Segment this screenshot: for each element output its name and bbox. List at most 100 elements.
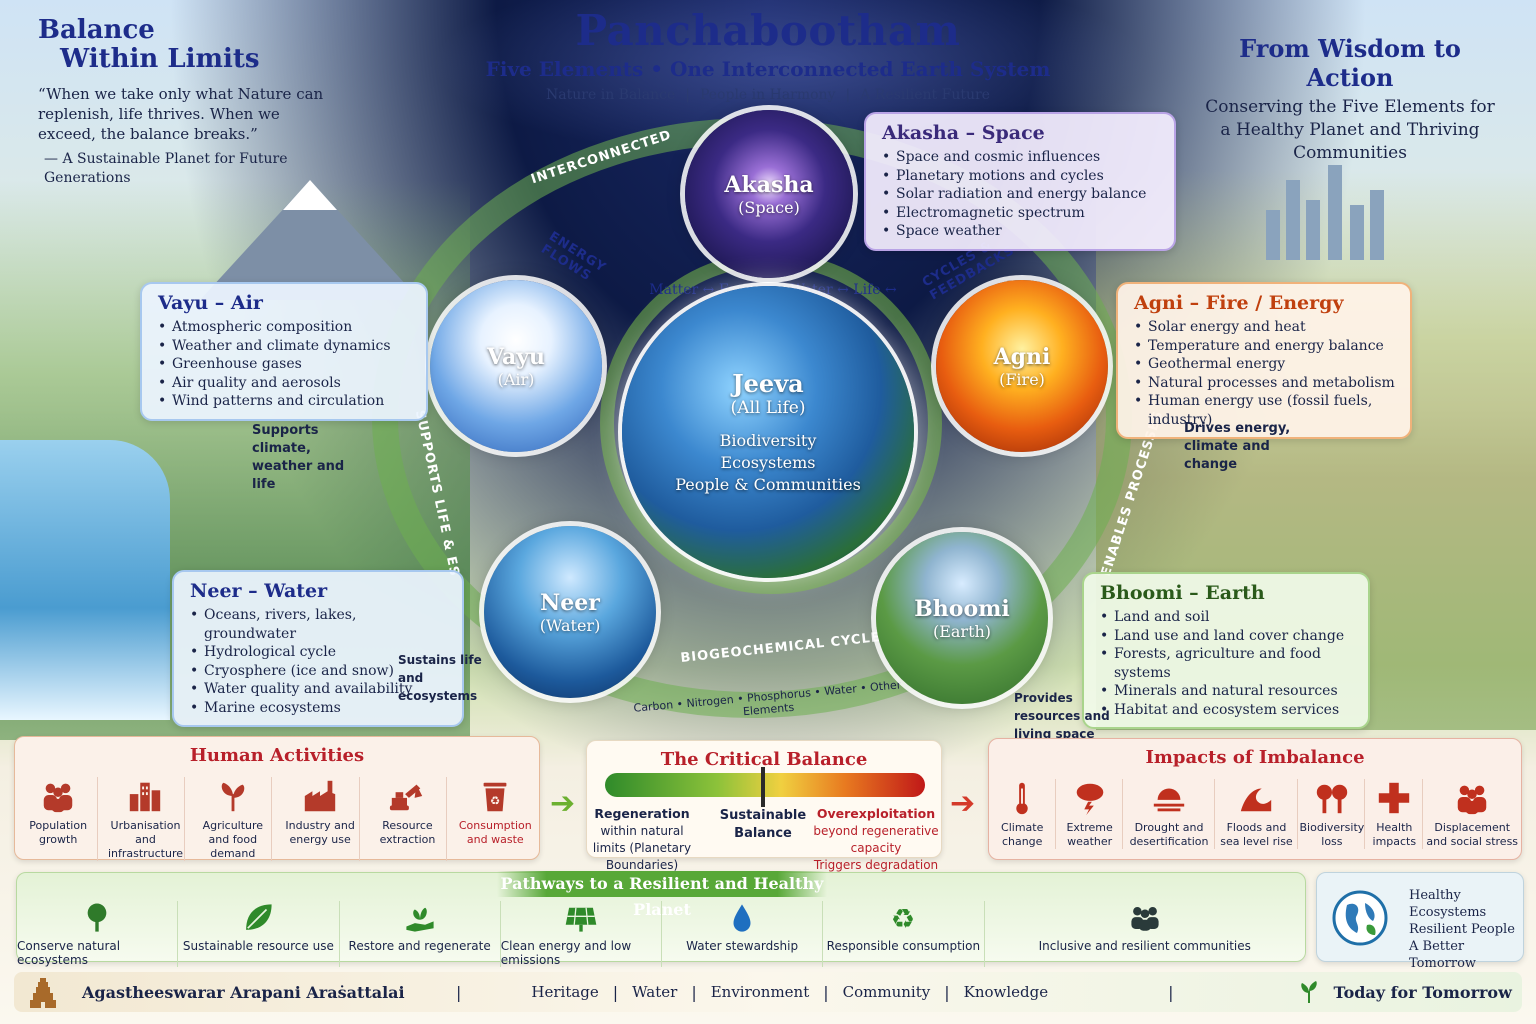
vayu-info-list: Atmospheric composition Weather and clim…	[158, 318, 412, 411]
healthy-line: Resilient People	[1409, 922, 1515, 937]
impact-label: Displacement and social stress	[1426, 821, 1519, 848]
list-item: Habitat and ecosystem services	[1100, 701, 1354, 720]
impact-label: Climate change	[1001, 821, 1044, 848]
pathway-label: Sustainable resource use	[182, 939, 334, 953]
akasha-info-title: Akasha – Space	[882, 122, 1045, 144]
jeeva-lines: Biodiversity Ecosystems People & Communi…	[675, 430, 861, 496]
waterfall-illustration	[0, 440, 170, 720]
bhoomi-info-list: Land and soil Land use and land cover ch…	[1100, 608, 1354, 719]
bhoomi-name: Bhoomi	[914, 595, 1010, 622]
bullet-separator: •	[650, 57, 670, 81]
list-item: Electromagnetic spectrum	[882, 204, 1160, 223]
pathway-label: Responsible consumption	[826, 939, 981, 953]
tagline-item: A Resilient Future	[860, 87, 990, 103]
bhoomi-sub: (Earth)	[932, 621, 992, 641]
impact-item: Floods and sea level rise	[1216, 779, 1298, 849]
activity-label: Consumption and waste	[458, 819, 532, 846]
city-building	[1286, 180, 1300, 260]
pathway-item: Water stewardship	[662, 901, 824, 967]
activity-label: Urbanisation and infrastructure	[107, 819, 184, 860]
agni-note: Drives energy, climate and change	[1184, 421, 1291, 472]
list-item: Oceans, rivers, lakes, groundwater	[190, 606, 448, 643]
list-item: Forests, agriculture and food systems	[1100, 645, 1354, 682]
balance-quote-block: Balance Within Limits “When we take only…	[38, 16, 338, 188]
impact-item: Climate change	[990, 779, 1056, 849]
activity-item: Population growth	[20, 777, 98, 861]
impact-item: Extreme weather	[1057, 779, 1124, 849]
arrow-right-icon: ➔	[950, 786, 976, 821]
footer-slogan: Today for Tomorrow	[1333, 982, 1512, 1002]
impact-label: Health impacts	[1372, 821, 1417, 848]
activity-label: Industry and energy use	[285, 819, 355, 846]
jeeva-earth-circle: Jeeva (All Life) Biodiversity Ecosystems…	[622, 286, 914, 578]
activity-item: ♻ Consumption and waste	[456, 777, 534, 861]
agni-circle: Agni (Fire)	[936, 280, 1108, 452]
neer-info-list: Oceans, rivers, lakes, groundwater Hydro…	[190, 606, 448, 717]
nature-quote: “When we take only what Nature can reple…	[38, 85, 324, 143]
vayu-name: Vayu	[486, 343, 546, 370]
jeeva-sub: (All Life)	[730, 397, 806, 418]
quote-attribution: — A Sustainable Planet for Future Genera…	[44, 151, 288, 186]
healthy-badge: Healthy Ecosystems Resilient People A Be…	[1316, 872, 1524, 971]
footer-separator: |	[691, 982, 697, 1002]
balance-heading-line2: Within Limits	[60, 44, 260, 74]
list-item: Weather and climate dynamics	[158, 337, 412, 356]
footer-separator: |	[612, 982, 619, 1002]
impacts-title: Impacts of Imbalance	[1145, 747, 1365, 768]
people-icon	[1457, 785, 1487, 815]
agni-sub: (Fire)	[999, 369, 1045, 389]
activity-item: Resource extraction	[369, 777, 447, 861]
drought-icon	[1153, 788, 1185, 812]
urban-icon	[130, 782, 161, 812]
footer-separator: |	[944, 982, 950, 1002]
footer-separator: |	[1168, 982, 1174, 1002]
impact-label: Floods and sea level rise	[1220, 821, 1293, 848]
activity-item: Urbanisation and infrastructure	[107, 777, 185, 861]
list-item: Minerals and natural resources	[1100, 682, 1354, 701]
list-item: Land and soil	[1100, 608, 1354, 627]
tagline-item: Nature in Balance	[546, 87, 676, 103]
footer-keyword: Knowledge	[963, 983, 1049, 1001]
footer-separator: |	[456, 982, 462, 1002]
critical-balance-panel: The Critical Balance Regeneration within…	[586, 740, 942, 889]
mountain-snowcap	[283, 180, 337, 210]
jeeva-name: Jeeva	[732, 368, 804, 398]
list-item: Planetary motions and cycles	[882, 167, 1160, 186]
balance-heading-line1: Balance	[38, 15, 155, 45]
list-item: Natural processes and metabolism	[1134, 374, 1396, 393]
list-item: Geothermal energy	[1134, 355, 1396, 374]
jeeva-line: Ecosystems	[720, 452, 816, 472]
list-item: Atmospheric composition	[158, 318, 412, 337]
city-building	[1306, 200, 1320, 260]
bhoomi-info-title: Bhoomi – Earth	[1100, 582, 1265, 604]
healthy-text: Healthy Ecosystems Resilient People A Be…	[1409, 887, 1523, 972]
impacts-panel: Impacts of Imbalance Climate change Extr…	[988, 738, 1522, 860]
footer-bar: Agastheeswarar Arapani Araṡattalai | Her…	[14, 972, 1522, 1012]
pathway-item: Conserve natural ecosystems	[17, 901, 179, 967]
subtitle-part-2: One Interconnected Earth System	[669, 57, 1051, 81]
neer-note: Sustains life and ecosystems	[398, 653, 482, 703]
neer-circle: Neer (Water)	[484, 526, 656, 698]
footer-separator: |	[823, 982, 829, 1002]
agni-info-list: Solar energy and heat Temperature and en…	[1134, 318, 1396, 429]
temple-icon	[30, 978, 56, 1008]
list-item: Space and cosmic influences	[882, 148, 1160, 167]
impact-label: Biodiversity loss	[1299, 821, 1365, 848]
water-drop-icon	[733, 904, 751, 932]
impact-item: Displacement and social stress	[1424, 779, 1520, 849]
activity-label: Population growth	[29, 819, 88, 846]
impact-item: Health impacts	[1367, 779, 1423, 849]
akasha-sub: (Space)	[738, 197, 800, 217]
pathway-item: Clean energy and low emissions	[501, 901, 662, 967]
regeneration-text: within natural limits (Planetary Boundar…	[592, 824, 692, 872]
list-item: Greenhouse gases	[158, 355, 412, 374]
wisdom-text: Conserving the Five Elements for a Healt…	[1205, 97, 1495, 163]
tree-icon	[87, 903, 107, 932]
impact-item: Biodiversity loss	[1299, 779, 1366, 849]
activity-item: Agriculture and food demand	[194, 777, 273, 861]
pathway-label: Restore and regenerate	[348, 939, 491, 953]
impact-item: Drought and desertification	[1125, 779, 1215, 849]
city-building	[1328, 165, 1342, 260]
healthy-line: A Better Tomorrow	[1409, 939, 1477, 971]
list-item: Solar energy and heat	[1134, 318, 1396, 337]
